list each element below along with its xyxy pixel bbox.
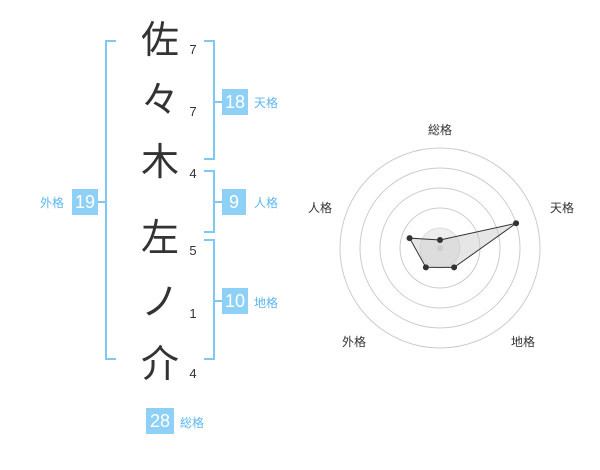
radar-axis-label-soukaku: 総格: [428, 123, 453, 137]
stroke-count-6: 4: [189, 366, 197, 381]
name-char-1: 佐: [140, 18, 179, 62]
radar-point-3: [451, 264, 458, 271]
gaikaku-value: 19: [72, 189, 98, 215]
radar-ring-1: [339, 147, 541, 349]
stroke-count-3: 4: [189, 166, 197, 181]
jinkaku-label: 人格: [254, 196, 279, 210]
radar-axis-label-jinkaku: 人格: [308, 201, 333, 215]
tenkaku-label: 天格: [254, 96, 279, 110]
radar-axis-label-gaikaku: 外格: [342, 335, 367, 349]
radar-points: [406, 220, 520, 271]
radar-ring-2: [359, 167, 521, 329]
radar-point-4: [422, 264, 429, 271]
stroke-count-1: 7: [189, 42, 197, 57]
radar-ring-3: [379, 187, 501, 309]
stroke-count-4: 5: [189, 243, 197, 258]
gaikaku-bracket: [105, 40, 116, 360]
chikaku-label: 地格: [254, 296, 279, 310]
name-char-4: 左: [140, 216, 179, 260]
soukaku-value: 28: [146, 408, 174, 434]
name-char-2: 々: [140, 78, 179, 122]
radar-point-5: [406, 235, 413, 242]
radar-point-1: [437, 237, 443, 243]
stroke-count-2: 7: [189, 104, 197, 119]
name-char-5: ノ: [140, 280, 179, 324]
radar-axis-label-tenkaku: 天格: [550, 201, 575, 215]
soukaku-label: 総格: [180, 416, 205, 430]
name-char-6: 介: [140, 342, 179, 386]
radar-center-dot: [437, 245, 443, 251]
tenkaku-bracket: [204, 40, 215, 160]
chikaku-bracket: [204, 239, 215, 360]
gaikaku-label: 外格: [40, 196, 65, 210]
radar-point-2: [513, 220, 520, 227]
stroke-count-5: 1: [189, 306, 197, 321]
radar-ring-4: [399, 207, 481, 289]
jinkaku-value: 9: [222, 189, 246, 215]
tenkaku-value: 18: [222, 89, 248, 115]
chikaku-value: 10: [222, 288, 248, 314]
name-char-3: 木: [140, 140, 179, 184]
radar-axis-label-chikaku: 地格: [511, 335, 536, 349]
radar-polygon: [408, 222, 517, 268]
